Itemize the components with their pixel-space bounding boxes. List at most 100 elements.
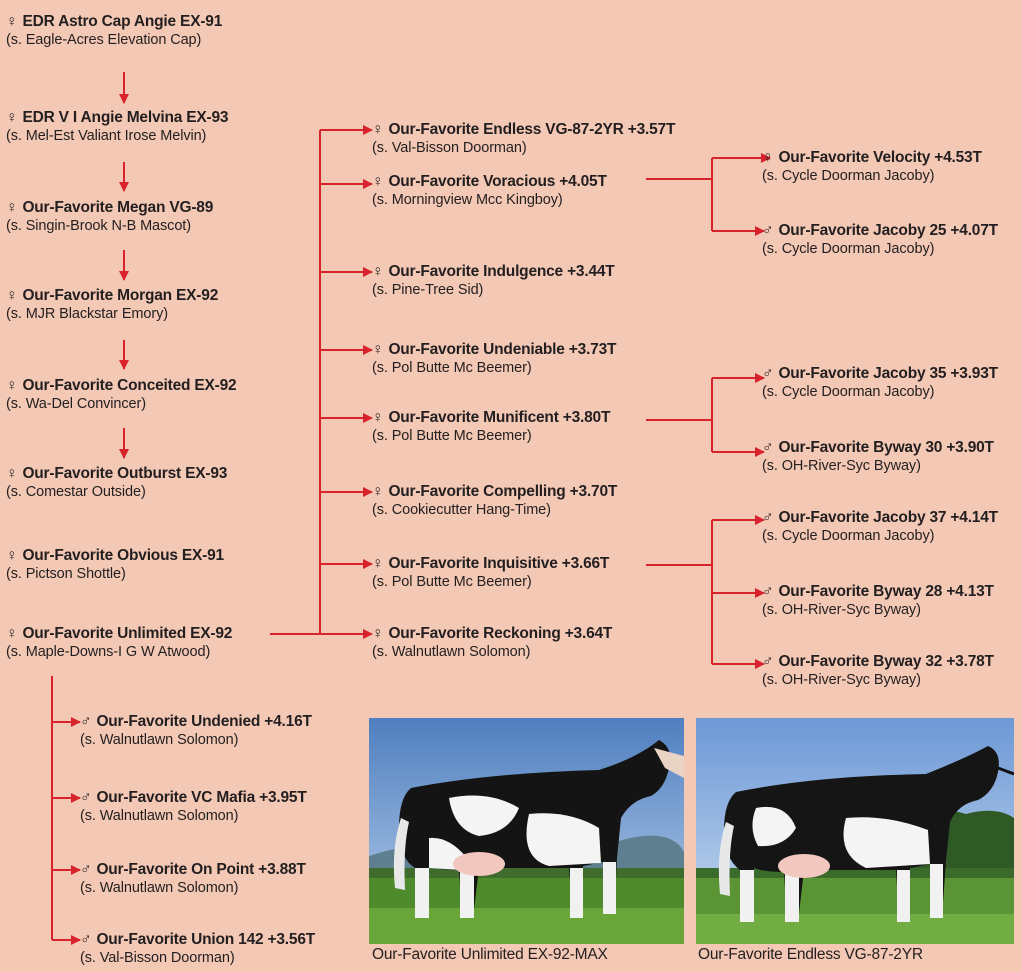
sire-label: (s. OH-River-Syc Byway) [762,672,921,688]
dam-name: Our-Favorite Megan VG-89 [22,199,214,216]
dam-name: EDR V I Angie Melvina EX-93 [22,109,229,126]
sire-label: (s. OH-River-Syc Byway) [762,458,921,474]
lineage-node-melvina: ♀EDR V I Angie Melvina EX-93 (s. Mel-Est… [6,108,229,146]
female-icon: ♀ [372,263,384,280]
female-icon: ♀ [6,287,18,304]
female-icon: ♀ [372,173,384,190]
lineage-node-morgan: ♀Our-Favorite Morgan EX-92 (s. MJR Black… [6,286,218,324]
female-icon: ♀ [372,555,384,572]
dam-name: Our-Favorite Unlimited EX-92 [22,625,233,642]
sire-label: (s. Walnutlawn Solomon) [372,644,531,660]
lineage-node-obvious: ♀Our-Favorite Obvious EX-91 (s. Pictson … [6,546,224,584]
female-icon: ♀ [6,625,18,642]
grandchild-name: Our-Favorite Byway 28 +4.13T [778,583,994,600]
grandchild-name: Our-Favorite Jacoby 37 +4.14T [778,509,998,526]
lineage-node-unlimited: ♀Our-Favorite Unlimited EX-92 (s. Maple-… [6,624,232,662]
female-icon: ♀ [6,13,18,30]
female-icon: ♀ [372,409,384,426]
male-icon: ♂ [762,509,774,526]
daughter-name: Our-Favorite Inquisitive +3.66T [388,555,610,572]
sire-label: (s. MJR Blackstar Emory) [6,306,168,322]
daughter-name: Our-Favorite Compelling +3.70T [388,483,618,500]
male-icon: ♂ [80,931,92,948]
sire-label: (s. Walnutlawn Solomon) [80,880,239,896]
sire-label: (s. Cookiecutter Hang-Time) [372,502,551,518]
female-icon: ♀ [372,625,384,642]
sire-label: (s. Morningview Mcc Kingboy) [372,192,563,208]
daughter-name: Our-Favorite Reckoning +3.64T [388,625,613,642]
sire-label: (s. Pine-Tree Sid) [372,282,484,298]
son-node-union-142: ♂Our-Favorite Union 142 +3.56T (s. Val-B… [80,930,315,968]
grandchild-name: Our-Favorite Jacoby 35 +3.93T [778,365,998,382]
son-name: Our-Favorite Undenied +4.16T [96,713,312,730]
grandchild-name: Our-Favorite Byway 32 +3.78T [778,653,994,670]
dam-name: EDR Astro Cap Angie EX-91 [22,13,223,30]
photo-caption-endless: Our-Favorite Endless VG-87-2YR [698,946,923,963]
female-icon: ♀ [372,483,384,500]
grandchild-node-jacoby-25: ♂Our-Favorite Jacoby 25 +4.07T (s. Cycle… [762,221,998,259]
son-name: Our-Favorite VC Mafia +3.95T [96,789,307,806]
sire-label: (s. Pictson Shottle) [6,566,126,582]
daughter-node-undeniable: ♀Our-Favorite Undeniable +3.73T (s. Pol … [372,340,616,378]
son-node-vc-mafia: ♂Our-Favorite VC Mafia +3.95T (s. Walnut… [80,788,307,826]
sire-label: (s. Pol Butte Mc Beemer) [372,360,532,376]
grandchild-name: Our-Favorite Jacoby 25 +4.07T [778,222,998,239]
female-icon: ♀ [6,377,18,394]
lineage-node-megan: ♀Our-Favorite Megan VG-89 (s. Singin-Bro… [6,198,213,236]
female-icon: ♀ [6,199,18,216]
sire-label: (s. Cycle Doorman Jacoby) [762,528,935,544]
daughter-node-endless: ♀Our-Favorite Endless VG-87-2YR +3.57T (… [372,120,675,158]
son-node-on-point: ♂Our-Favorite On Point +3.88T (s. Walnut… [80,860,306,898]
sire-label: (s. Mel-Est Valiant Irose Melvin) [6,128,207,144]
daughter-node-voracious: ♀Our-Favorite Voracious +4.05T (s. Morni… [372,172,607,210]
daughter-node-indulgence: ♀Our-Favorite Indulgence +3.44T (s. Pine… [372,262,615,300]
sire-label: (s. Comestar Outside) [6,484,146,500]
male-icon: ♂ [762,583,774,600]
sire-label: (s. Pol Butte Mc Beemer) [372,428,532,444]
male-icon: ♂ [762,365,774,382]
dam-name: Our-Favorite Outburst EX-93 [22,465,228,482]
male-icon: ♂ [80,789,92,806]
daughter-node-inquisitive: ♀Our-Favorite Inquisitive +3.66T (s. Pol… [372,554,609,592]
cow-photo-endless [696,718,1014,944]
lineage-node-outburst: ♀Our-Favorite Outburst EX-93 (s. Comesta… [6,464,227,502]
daughter-name: Our-Favorite Endless VG-87-2YR +3.57T [388,121,676,138]
sire-label: (s. Wa-Del Convincer) [6,396,146,412]
female-icon: ♀ [372,341,384,358]
son-node-undenied: ♂Our-Favorite Undenied +4.16T (s. Walnut… [80,712,312,750]
male-icon: ♂ [762,439,774,456]
male-icon: ♂ [762,653,774,670]
sire-label: (s. Walnutlawn Solomon) [80,808,239,824]
female-icon: ♀ [762,149,774,166]
sire-label: (s. Val-Bisson Doorman) [372,140,527,156]
daughter-name: Our-Favorite Munificent +3.80T [388,409,611,426]
photo-caption-unlimited: Our-Favorite Unlimited EX-92-MAX [372,946,608,963]
male-icon: ♂ [80,861,92,878]
sire-label: (s. Eagle-Acres Elevation Cap) [6,32,202,48]
sire-label: (s. Singin-Brook N-B Mascot) [6,218,191,234]
female-icon: ♀ [6,109,18,126]
male-icon: ♂ [80,713,92,730]
daughter-node-reckoning: ♀Our-Favorite Reckoning +3.64T (s. Walnu… [372,624,612,662]
lineage-node-angie: ♀EDR Astro Cap Angie EX-91 (s. Eagle-Acr… [6,12,222,50]
dam-name: Our-Favorite Conceited EX-92 [22,377,237,394]
daughter-node-compelling: ♀Our-Favorite Compelling +3.70T (s. Cook… [372,482,617,520]
grandchild-node-jacoby-37: ♂Our-Favorite Jacoby 37 +4.14T (s. Cycle… [762,508,998,546]
sire-label: (s. Pol Butte Mc Beemer) [372,574,532,590]
dam-name: Our-Favorite Morgan EX-92 [22,287,219,304]
sire-label: (s. Maple-Downs-I G W Atwood) [6,644,211,660]
grandchild-name: Our-Favorite Velocity +4.53T [778,149,982,166]
daughter-node-munificent: ♀Our-Favorite Munificent +3.80T (s. Pol … [372,408,610,446]
female-icon: ♀ [6,547,18,564]
sire-label: (s. Cycle Doorman Jacoby) [762,241,935,257]
sire-label: (s. OH-River-Syc Byway) [762,602,921,618]
grandchild-node-velocity: ♀Our-Favorite Velocity +4.53T (s. Cycle … [762,148,982,186]
son-name: Our-Favorite Union 142 +3.56T [96,931,316,948]
grandchild-name: Our-Favorite Byway 30 +3.90T [778,439,994,456]
lineage-node-conceited: ♀Our-Favorite Conceited EX-92 (s. Wa-Del… [6,376,237,414]
sire-label: (s. Walnutlawn Solomon) [80,732,239,748]
sire-label: (s. Cycle Doorman Jacoby) [762,384,935,400]
female-icon: ♀ [6,465,18,482]
cow-photo-unlimited [369,718,684,944]
